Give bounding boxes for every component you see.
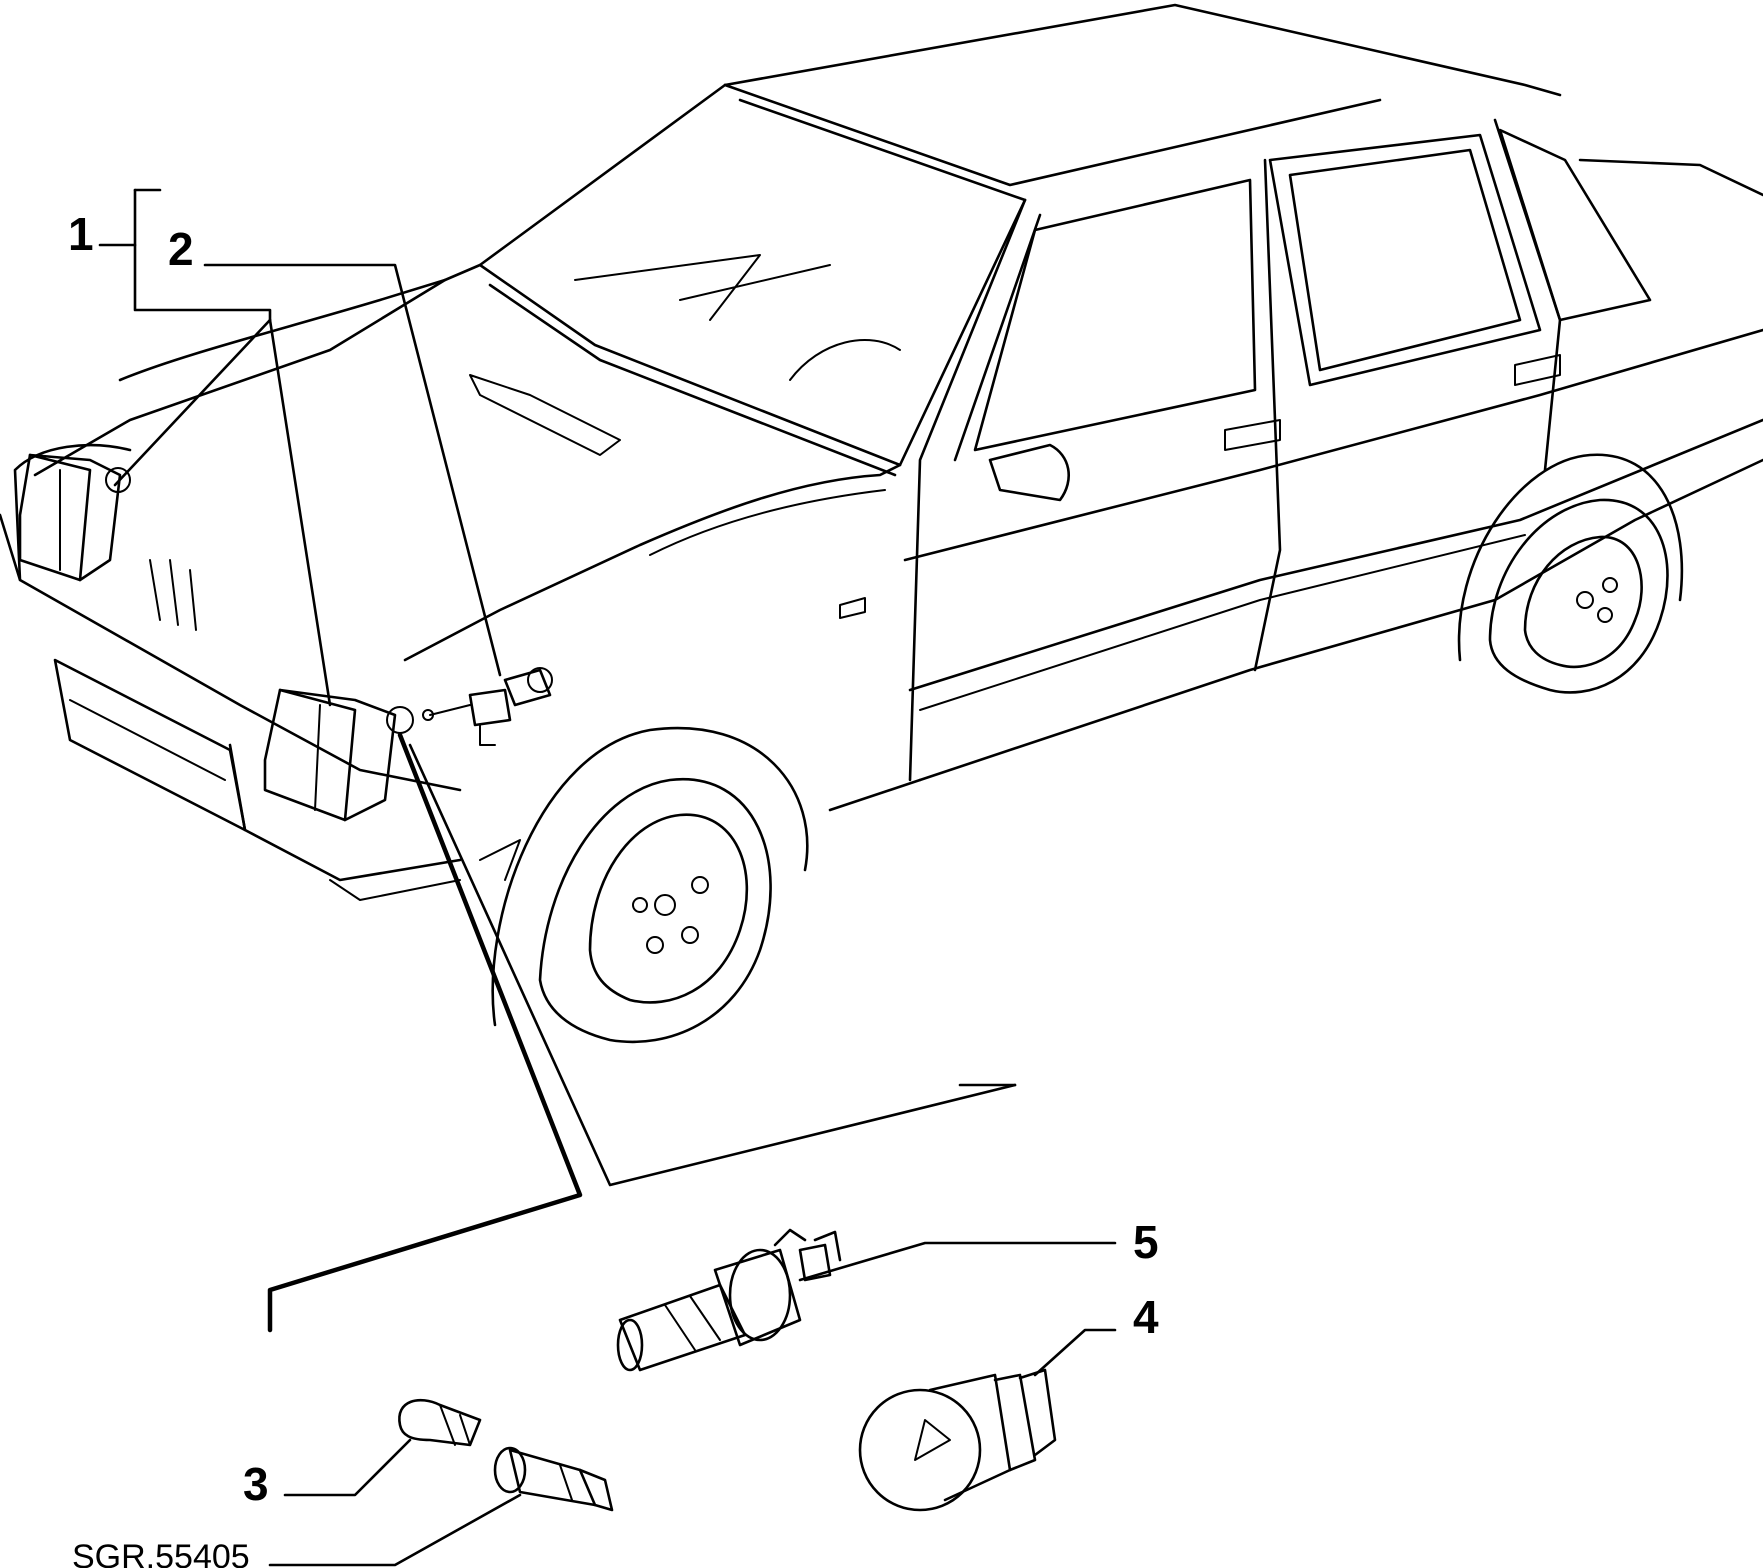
callout-5: 5 xyxy=(1133,1216,1159,1268)
bayonet-bulb xyxy=(493,1446,614,1512)
side-lamp-holder xyxy=(422,667,553,746)
callout-2: 2 xyxy=(168,223,194,275)
callout-3: 3 xyxy=(243,1458,269,1510)
glass-bulb-p21 xyxy=(858,1368,1057,1512)
headlamp-right xyxy=(263,688,414,822)
headlamp-left xyxy=(18,453,131,582)
leader-lines xyxy=(98,188,1117,1567)
callout-1: 1 xyxy=(68,208,94,260)
drawing-reference: SGR.55405 xyxy=(72,1538,250,1568)
wedge-bulb xyxy=(398,1398,482,1447)
car-illustration xyxy=(0,3,1763,1044)
halogen-bulb-h4 xyxy=(616,1228,842,1372)
callout-4: 4 xyxy=(1133,1291,1159,1343)
